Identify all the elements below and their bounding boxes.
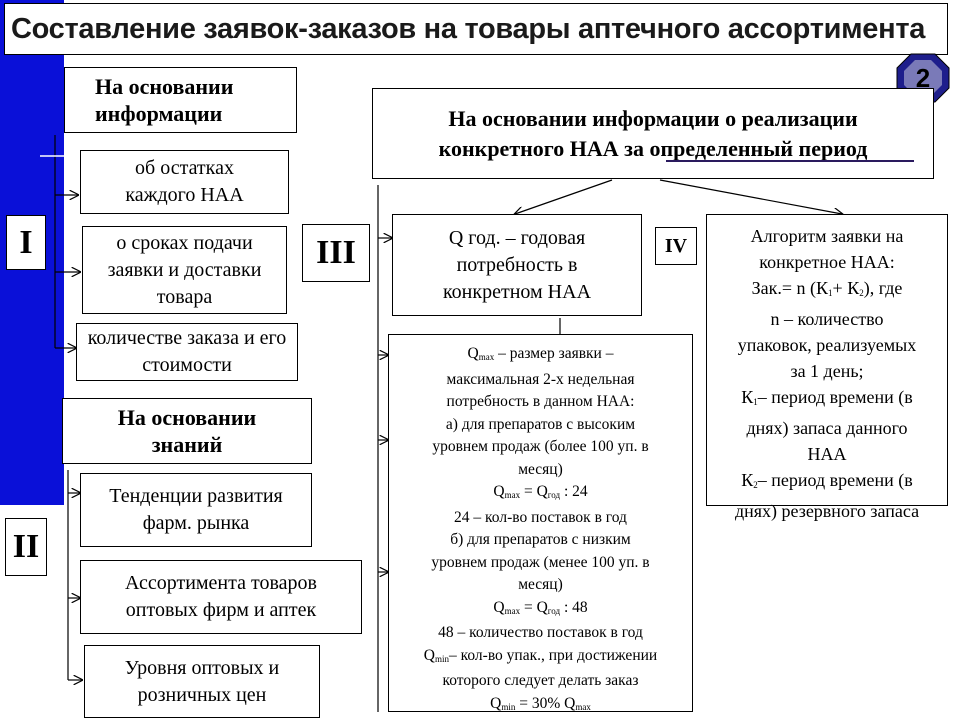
alg-line-11: днях) резервного запаса <box>734 501 920 521</box>
section-III-numeral: III <box>316 234 356 271</box>
alg-line-10: К2– период времени (в <box>741 470 913 490</box>
alg-line-2: конкретное НАА: <box>759 252 895 272</box>
slide-number: 2 <box>915 62 931 93</box>
q-max-box: Qmax – размер заявки – максимальная 2-х … <box>388 334 693 712</box>
page-title: Составление заявок-заказов на товары апт… <box>11 12 926 45</box>
alg-line-8: днях) запаса данного <box>746 418 908 438</box>
alg-line-1: Алгоритм заявки на <box>750 226 904 246</box>
section-I-label: I <box>6 215 46 270</box>
section-I-item-3-text: количестве заказа и его стоимости <box>87 327 287 376</box>
section-IV-numeral: IV <box>664 234 688 257</box>
q-year-text: Q год. – годовая потребность в конкретно… <box>442 226 592 303</box>
alg-line-3: Зак.= n (К1+ К2), где <box>751 278 903 298</box>
qmax-line-4: а) для препаратов с высоким <box>445 415 636 433</box>
qmax-line-5: уровнем продаж (более 100 уп. в <box>432 438 649 455</box>
section-IV-label: IV <box>655 227 697 265</box>
qmax-line-6: месяц) <box>518 460 563 478</box>
algorithm-box: Алгоритм заявки на конкретное НАА: Зак.=… <box>706 214 948 521</box>
qmax-line-10: уровнем продаж (менее 100 уп. в <box>431 553 650 571</box>
qmax-line-13: 48 – количество поставок в год <box>438 624 643 641</box>
qmax-line-16: Qmin = 30% Qmax <box>490 694 591 712</box>
alg-line-4: n – количество <box>770 309 884 329</box>
qmax-line-1: Qmax – размер заявки – <box>467 345 614 362</box>
section-II-item-2-text: Ассортимента товаров оптовых фирм и апте… <box>125 572 317 621</box>
section-I-numeral: I <box>19 223 33 261</box>
section-II-item-2: Ассортимента товаров оптовых фирм и апте… <box>80 560 362 634</box>
q-year-box: Q год. – годовая потребность в конкретно… <box>392 214 642 316</box>
section-I-item-1: об остатках каждого НАА <box>80 150 289 214</box>
section-II-header: На основании знаний <box>62 398 312 464</box>
alg-line-9: НАА <box>807 444 847 464</box>
section-II-item-1-text: Тенденции развития фарм. рынка <box>109 485 283 534</box>
section-II-numeral: II <box>12 528 40 565</box>
section-III-label: III <box>302 224 370 282</box>
section-II-header-text: На основании знаний <box>117 405 257 457</box>
alg-line-5: упаковок, реализуемых <box>737 335 917 355</box>
qmax-line-2: максимальная 2-х недельная <box>446 370 635 388</box>
qmax-line-14: Qmin– кол-во упак., при достижении <box>423 646 658 664</box>
qmax-line-11: месяц) <box>518 576 563 593</box>
section-II-item-3-text: Уровня оптовых и розничных цен <box>124 656 280 706</box>
header-underline <box>666 160 914 162</box>
section-I-header-text: На основании информации <box>95 74 234 126</box>
qmax-line-3: потребность в данном НАА: <box>446 393 635 410</box>
section-I-item-2: о сроках подачи заявки и доставки товара <box>82 226 287 314</box>
section-II-item-1: Тенденции развития фарм. рынка <box>80 473 312 547</box>
qmax-line-12: Qmax = Qгод : 48 <box>493 598 588 616</box>
section-III-header: На основании информации о реализации кон… <box>372 88 934 179</box>
qmax-line-9: б) для препаратов с низким <box>450 531 631 548</box>
section-III-header-text: На основании информации о реализации кон… <box>438 105 868 161</box>
section-I-item-1-text: об остатках каждого НАА <box>125 157 244 206</box>
alg-line-7: К1– период времени (в <box>741 387 913 407</box>
section-I-header: На основании информации <box>64 67 297 133</box>
section-II-item-3: Уровня оптовых и розничных цен <box>84 645 320 718</box>
alg-line-6: за 1 день; <box>790 361 864 381</box>
qmax-line-15: которого следует делать заказ <box>442 672 639 689</box>
section-I-item-3: количестве заказа и его стоимости <box>76 323 298 381</box>
qmax-line-8: 24 – кол-во поставок в год <box>454 508 627 526</box>
qmax-line-7: Qmax = Qгод : 24 <box>493 483 588 500</box>
title-box: Составление заявок-заказов на товары апт… <box>4 3 948 55</box>
section-I-item-2-text: о сроках подачи заявки и доставки товара <box>107 231 262 308</box>
section-II-label: II <box>5 518 47 576</box>
